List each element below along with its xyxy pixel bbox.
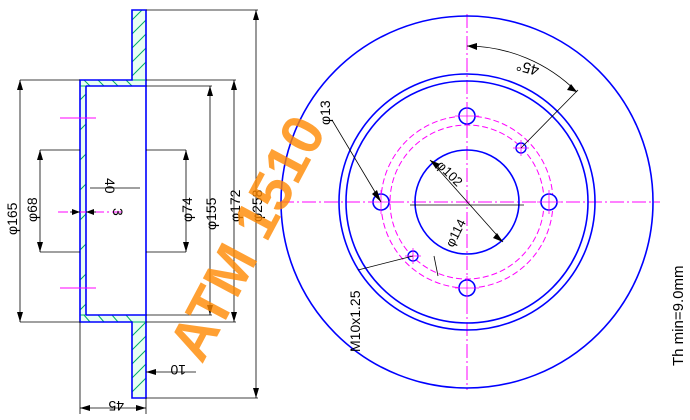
dim-d102-label: φ102	[434, 158, 466, 190]
hat-inner-circle	[345, 80, 589, 324]
center-bore-circle	[414, 149, 520, 255]
outer-disc-circle	[280, 15, 654, 389]
dim-40-label: 40	[102, 178, 118, 194]
section-dimensions	[19, 9, 258, 414]
front-arrowheads	[372, 43, 577, 242]
angle-45-label: 45°	[515, 56, 541, 78]
dim-d68-label: φ68	[24, 197, 40, 222]
thickness-spec-label: Th min=9.0mm	[670, 266, 687, 366]
dim-d74-label: φ74	[179, 197, 195, 222]
dim-d165-label: φ165	[4, 202, 20, 235]
hat-outer-circle	[338, 73, 596, 331]
dim-d172-label: φ172	[227, 189, 243, 222]
section-hatch	[79, 9, 147, 399]
section-outline	[79, 9, 147, 399]
front-view: 45° φ13 φ102 φ114 M10x1.25 Th min=9.0mm	[280, 14, 687, 390]
dim-d114-label: φ114	[442, 217, 469, 250]
dim-d13-label: φ13	[317, 100, 333, 125]
dim-10-label: 10	[170, 362, 186, 378]
front-dimensions	[331, 45, 579, 277]
dim-d155-label: φ155	[203, 197, 219, 230]
dim-45-label: 45	[108, 398, 124, 414]
section-view: φ165 φ68 40 3 φ74 φ155 φ172 φ258 10 45	[4, 9, 265, 414]
dim-d258-label: φ258	[249, 189, 265, 222]
section-arrowheads	[17, 10, 259, 411]
part-number-watermark: ATM 1510	[156, 105, 338, 371]
thread-spec-label: M10x1.25	[347, 290, 363, 352]
dim-3-label: 3	[110, 208, 126, 216]
